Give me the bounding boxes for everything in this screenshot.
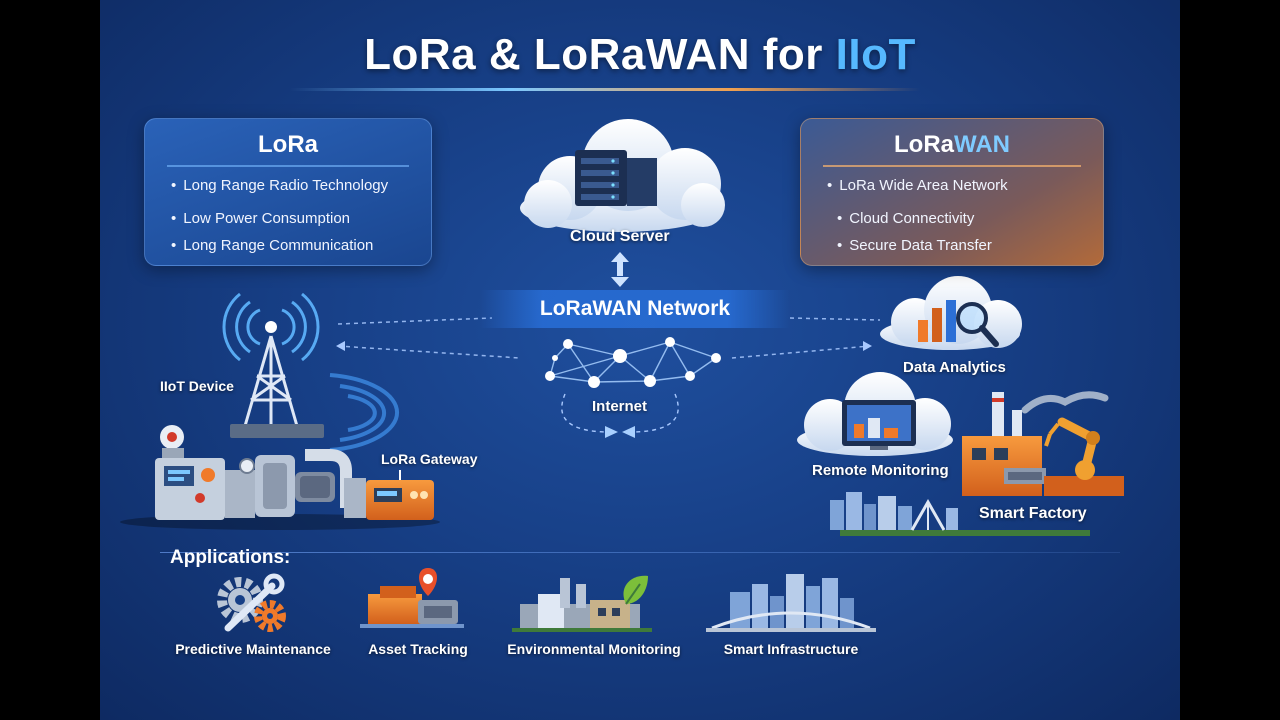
list-item: LoRa Wide Area Network	[823, 177, 1081, 194]
app-asset-tracking-label: Asset Tracking	[368, 641, 468, 657]
diagram-canvas: LoRa & LoRaWAN for IIoT	[100, 0, 1180, 720]
smart-factory-label: Smart Factory	[979, 505, 1087, 522]
asset-tracking-icon	[360, 568, 464, 628]
gear-wrench-icon	[217, 573, 286, 632]
title-main: LoRa & LoRaWAN for	[364, 30, 836, 79]
cloud-server-label: Cloud Server	[570, 228, 670, 245]
lora-feature-list: Long Range Radio Technology Low Power Co…	[167, 177, 409, 254]
environmental-monitoring-icon	[512, 575, 652, 632]
title-underline	[290, 88, 920, 91]
list-item: Long Range Communication	[167, 237, 409, 254]
app-smart-infrastructure-label: Smart Infrastructure	[723, 641, 859, 657]
list-item: Cloud Connectivity	[823, 210, 1081, 227]
arrowhead-right-icon	[863, 341, 872, 351]
cloud-server-icon	[520, 119, 725, 232]
internet-label: Internet	[592, 398, 648, 415]
list-item: Secure Data Transfer	[823, 237, 1081, 254]
remote-monitoring-label: Remote Monitoring	[812, 462, 949, 479]
connection-lines	[337, 317, 881, 359]
lorawan-feature-list: LoRa Wide Area Network Cloud Connectivit…	[823, 177, 1081, 254]
diagram-graphics	[120, 119, 1124, 632]
smart-factory-icon	[962, 391, 1124, 496]
bidirectional-arrow-icon	[611, 252, 629, 287]
applications-divider	[160, 552, 1120, 553]
lora-panel-title: LoRa	[167, 131, 409, 167]
city-skyline-icon	[830, 492, 1090, 536]
lora-gateway-label: LoRa Gateway	[381, 451, 478, 467]
app-environmental-monitoring-label: Environmental Monitoring	[507, 641, 681, 657]
arrowhead-left-icon	[336, 341, 345, 351]
antenna-tower-icon	[222, 292, 324, 438]
industrial-machine-icon	[120, 425, 440, 530]
lorawan-panel: LoRaWAN LoRa Wide Area Network Cloud Con…	[800, 118, 1104, 266]
mesh-network-icon	[545, 337, 721, 438]
smart-infrastructure-icon	[706, 574, 876, 632]
app-predictive-maintenance-label: Predictive Maintenance	[175, 641, 331, 657]
lorawan-panel-title: LoRaWAN	[823, 131, 1081, 167]
list-item: Low Power Consumption	[167, 210, 409, 227]
lora-panel: LoRa Long Range Radio Technology Low Pow…	[144, 118, 432, 266]
data-analytics-icon	[880, 276, 1022, 350]
data-analytics-label: Data Analytics	[903, 359, 1006, 376]
lorawan-network-label: LoRaWAN Network	[480, 290, 790, 328]
title-highlight: IIoT	[835, 30, 916, 79]
lorawan-title-main: LoRa	[894, 131, 954, 158]
applications-title: Applications:	[170, 547, 291, 568]
list-item: Long Range Radio Technology	[167, 177, 409, 194]
signal-waves-icon	[329, 373, 399, 452]
remote-monitoring-icon	[797, 372, 953, 456]
iiot-device-label: IIoT Device	[160, 378, 234, 394]
page-title: LoRa & LoRaWAN for IIoT	[100, 30, 1180, 80]
lorawan-title-highlight: WAN	[954, 131, 1010, 158]
